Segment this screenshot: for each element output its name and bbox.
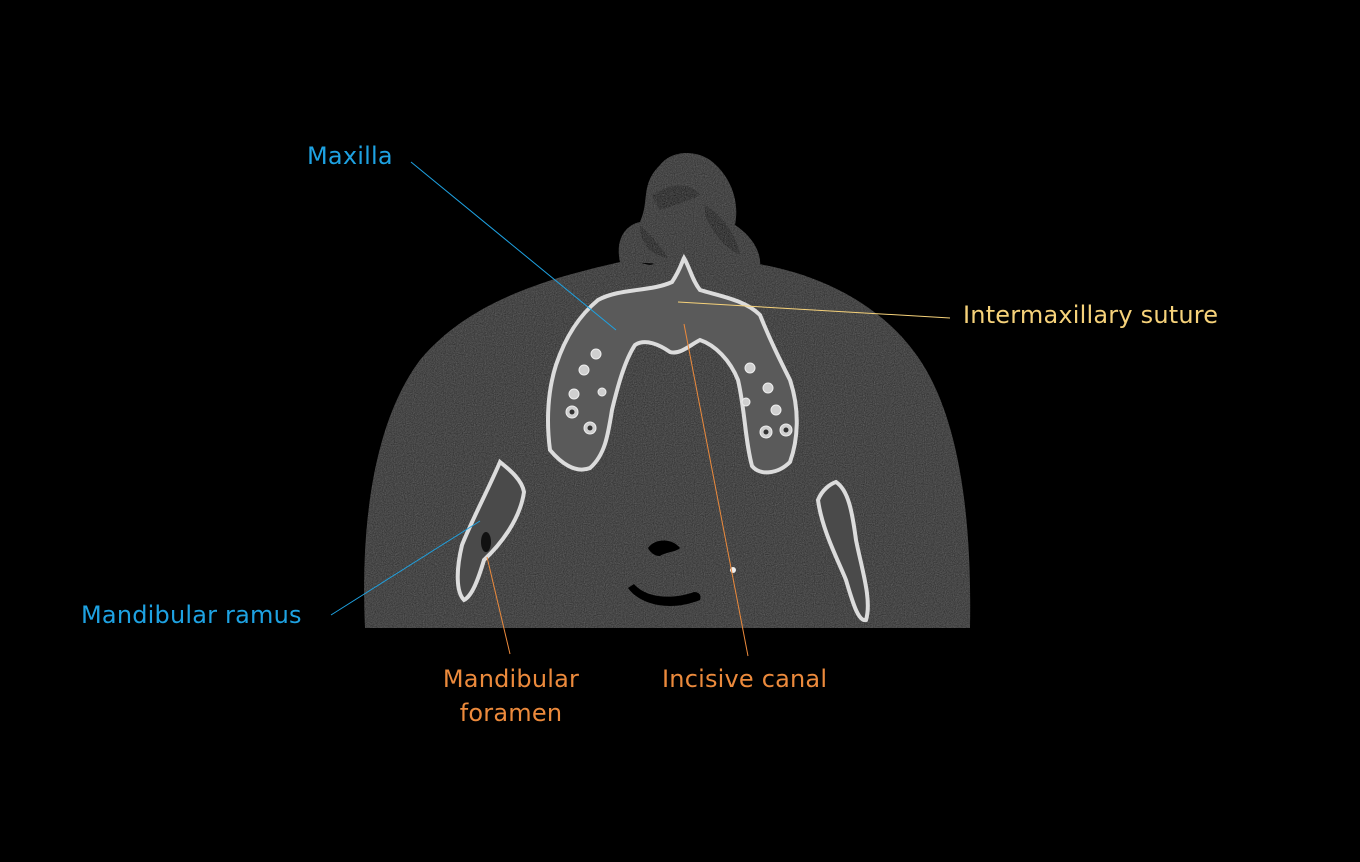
mandibular-ramus-leader-line [330,520,481,616]
label-mandibular-foramen-line2: foramen [459,699,563,727]
maxilla-bone [546,253,799,475]
label-intermaxillary-suture: Intermaxillary suture [963,301,1219,329]
soft-tissue [364,153,971,628]
label-mandibular-foramen-line1: Mandibular [442,665,580,693]
mandibular-foramen-leader-line [486,556,511,655]
airway [628,540,701,607]
label-incisive-canal: Incisive canal [662,665,828,693]
leader-lines [330,161,951,657]
maxilla-leader-line [410,161,617,331]
label-maxilla: Maxilla [307,142,393,170]
incisive-canal-leader-line [683,323,749,657]
label-mandibular-foramen: Mandibular foramen [430,662,592,730]
mandibular-rami [455,458,870,622]
intermaxillary-suture-leader-line [677,301,951,319]
label-mandibular-ramus: Mandibular ramus [81,601,302,629]
